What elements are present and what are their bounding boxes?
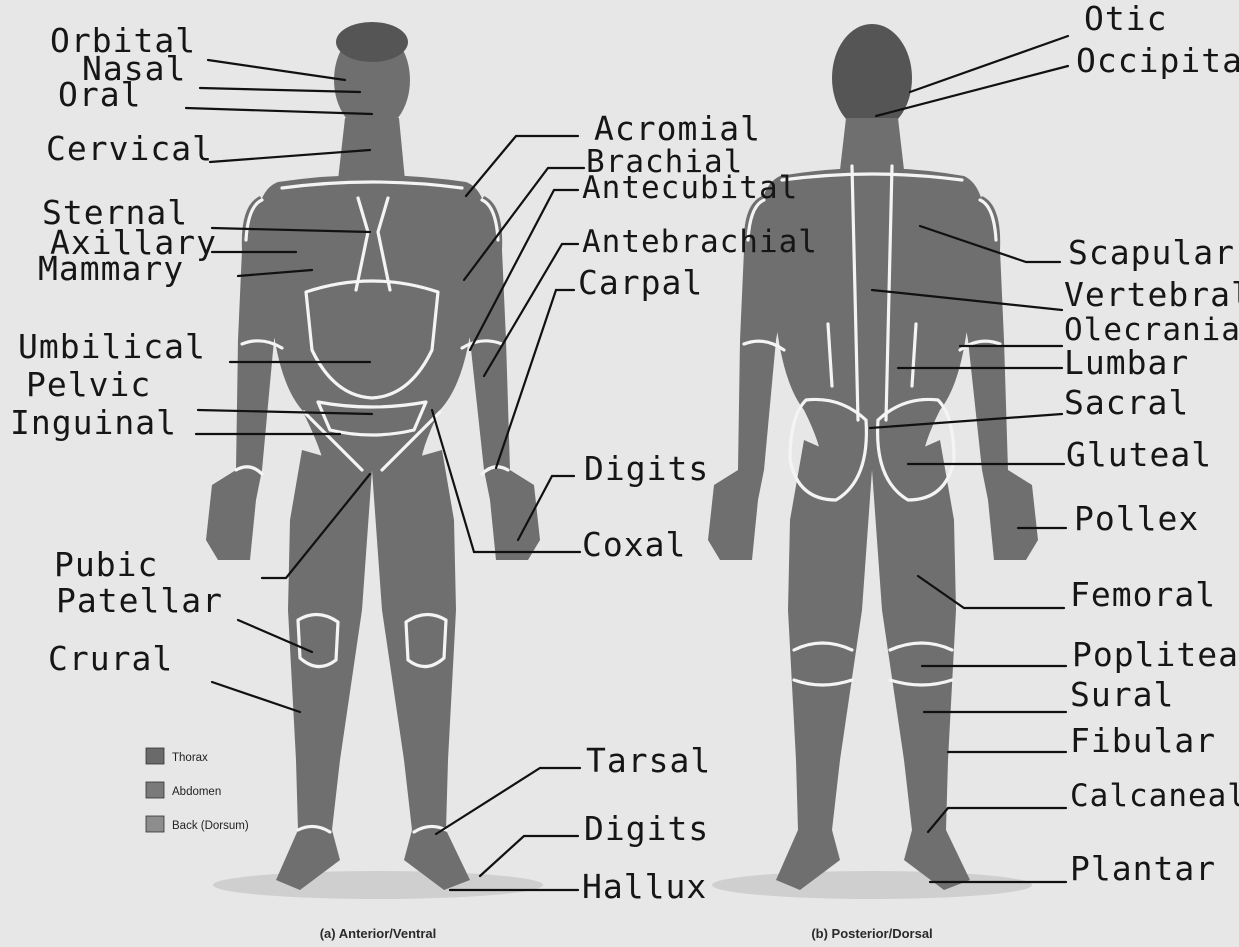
- label-otic: Otic: [1084, 0, 1167, 38]
- label-acromial: Acromial: [594, 109, 761, 148]
- legend-label-thorax: Thorax: [172, 752, 208, 764]
- label-antecubital: Antecubital: [582, 170, 798, 206]
- label-antebrachial: Antebrachial: [582, 224, 818, 260]
- legend-swatch-thorax: [146, 748, 164, 764]
- label-occipital: Occipital: [1076, 41, 1239, 80]
- label-carpal: Carpal: [578, 263, 703, 302]
- legend-label-back: Back (Dorsum): [172, 820, 249, 832]
- label-plantar: Plantar: [1070, 849, 1216, 888]
- label-inguinal: Inguinal: [10, 403, 177, 442]
- legend-label-abdomen: Abdomen: [172, 786, 221, 798]
- legend: Thorax Abdomen Back (Dorsum): [146, 748, 249, 832]
- label-patellar: Patellar: [56, 581, 223, 620]
- label-umbilical: Umbilical: [18, 327, 206, 366]
- posterior-figure: (b) Posterior/Dorsal: [708, 24, 1038, 941]
- label-sural: Sural: [1070, 675, 1174, 714]
- label-femoral: Femoral: [1070, 575, 1216, 614]
- label-mammary: Mammary: [38, 249, 184, 288]
- label-tarsal: Tarsal: [586, 741, 711, 780]
- legend-swatch-abdomen: [146, 782, 164, 798]
- label-pollex: Pollex: [1074, 499, 1199, 538]
- label-fibular: Fibular: [1070, 721, 1216, 760]
- label-popliteal: Popliteal: [1072, 635, 1239, 674]
- label-calcaneal: Calcaneal: [1070, 778, 1239, 814]
- label-pelvic: Pelvic: [26, 365, 151, 404]
- label-hallux: Hallux: [582, 867, 707, 906]
- label-sacral: Sacral: [1064, 383, 1189, 422]
- label-pubic: Pubic: [54, 545, 158, 584]
- label-scapular: Scapular: [1068, 233, 1235, 272]
- legend-swatch-back: [146, 816, 164, 832]
- label-crural: Crural: [48, 639, 173, 678]
- label-oral: Oral: [58, 75, 141, 114]
- label-cervical: Cervical: [46, 129, 213, 168]
- label-lumbar: Lumbar: [1064, 343, 1189, 382]
- label-digits-hand: Digits: [584, 449, 709, 488]
- label-digits-foot: Digits: [584, 809, 709, 848]
- posterior-caption: (b) Posterior/Dorsal: [811, 926, 932, 941]
- label-gluteal: Gluteal: [1066, 435, 1212, 474]
- anterior-figure: (a) Anterior/Ventral: [206, 22, 543, 941]
- anterior-caption: (a) Anterior/Ventral: [320, 926, 437, 941]
- label-coxal: Coxal: [582, 525, 686, 564]
- label-vertebral: Vertebral: [1064, 275, 1239, 314]
